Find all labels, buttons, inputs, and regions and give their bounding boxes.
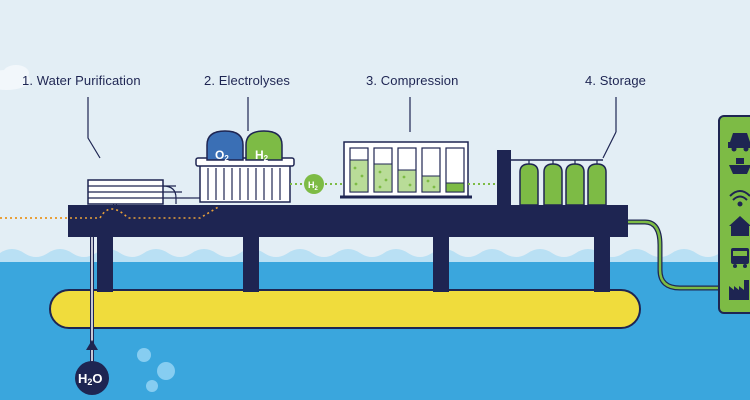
cloud-left — [0, 65, 30, 90]
water-bubbles — [137, 348, 175, 392]
o2-label: O2 — [215, 148, 229, 163]
step-label-compression: 3. Compression — [366, 73, 459, 88]
h2o-label: H2O — [78, 371, 103, 387]
step-label-storage: 4. Storage — [585, 73, 646, 88]
platform-legs — [97, 236, 610, 292]
hydrogen-tank — [245, 130, 283, 161]
h2-label: H2 — [255, 148, 269, 163]
step-label-water-purification: 1. Water Purification — [22, 73, 141, 88]
h2-bubble-label: H2 — [308, 180, 319, 192]
platform-deck — [68, 205, 628, 237]
factory-icon — [729, 280, 749, 300]
wifi-icon — [729, 190, 750, 207]
compressor-unit — [340, 141, 500, 199]
end-use-panel — [718, 115, 750, 314]
car-icon — [728, 133, 750, 152]
leader-lines — [87, 97, 617, 159]
storage-unit — [497, 150, 607, 206]
house-icon — [729, 216, 750, 236]
ship-icon — [729, 158, 750, 174]
step-label-electrolyses: 2. Electrolyses — [204, 73, 291, 88]
bus-icon — [731, 248, 749, 268]
pontoon — [49, 289, 641, 329]
water-intake-badge: H2O — [75, 340, 109, 395]
oxygen-tank — [206, 130, 244, 161]
water-purification-unit — [87, 179, 205, 205]
h2-bubble — [304, 174, 324, 194]
